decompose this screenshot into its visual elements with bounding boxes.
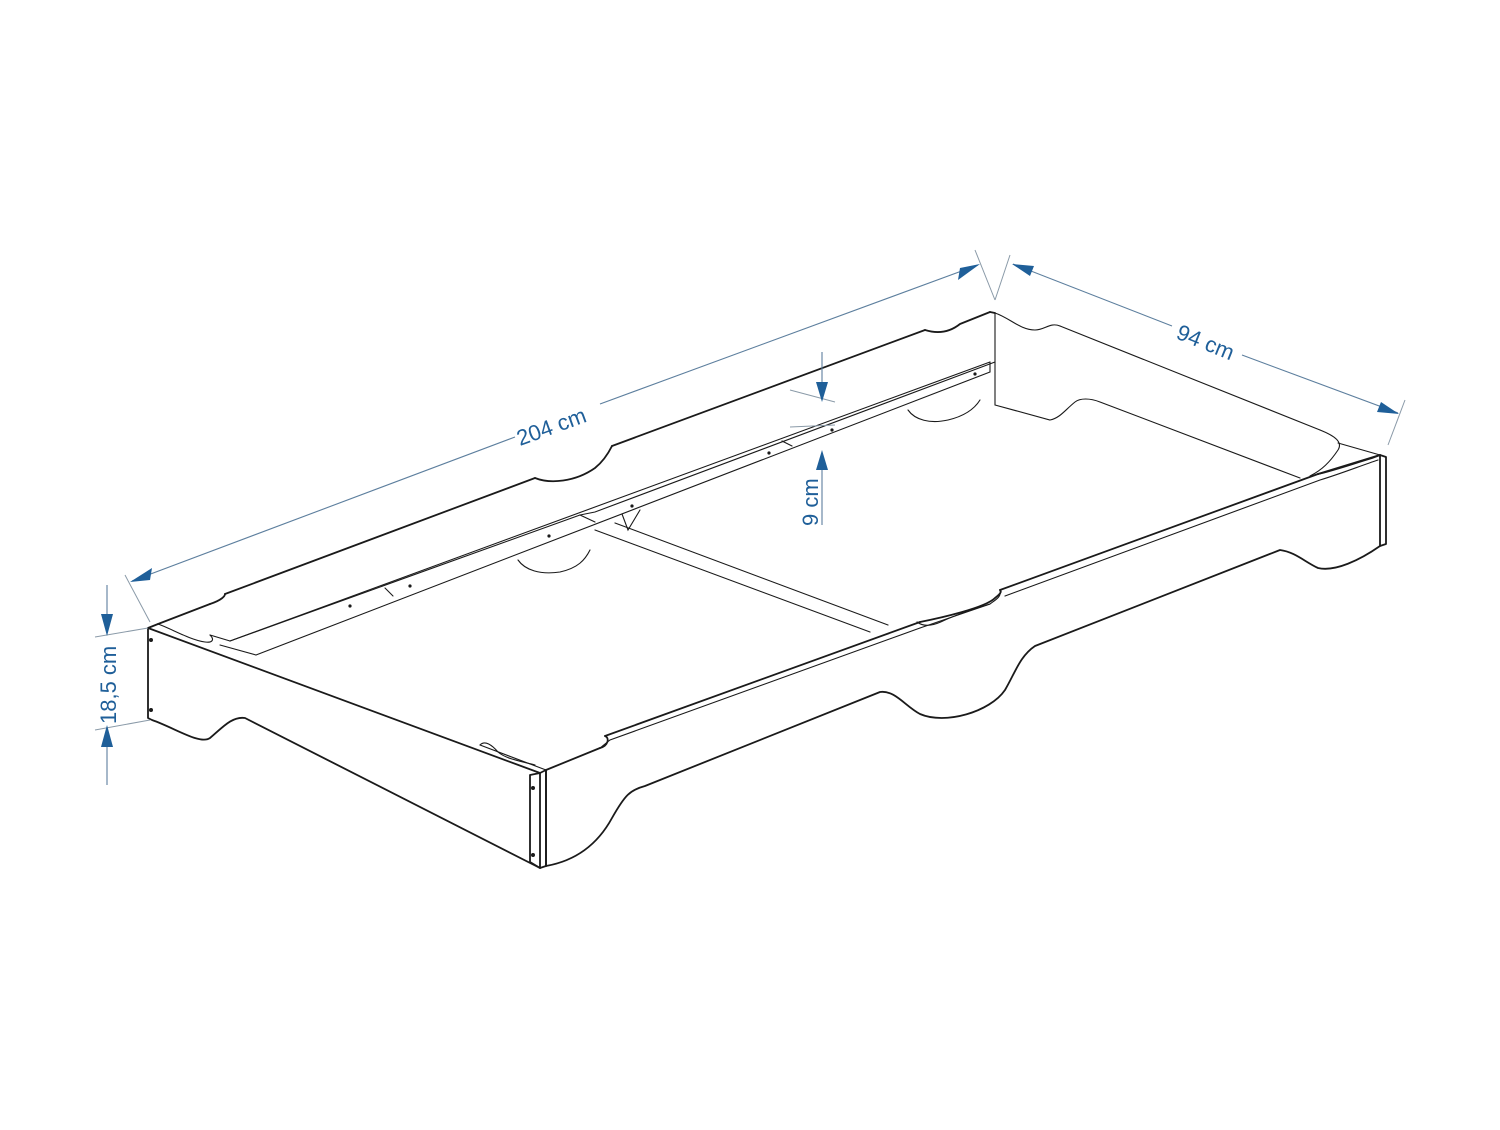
front-side-rail (479, 454, 1381, 867)
height-dimension: 18,5 cm (94, 585, 151, 785)
length-label: 204 cm (513, 403, 589, 451)
screw-hole (149, 708, 153, 712)
screw-hole (531, 786, 535, 790)
width-dimension: 94 cm (994, 254, 1406, 446)
bed-frame (147, 311, 1387, 869)
inner-depth-dimension: 9 cm (789, 352, 836, 526)
length-dimension: 204 cm (124, 249, 996, 623)
support-ledge (219, 361, 991, 656)
screw-hole (149, 638, 153, 642)
width-label: 94 cm (1173, 319, 1238, 365)
rear-side-rail (157, 311, 1301, 643)
front-end-board (147, 623, 541, 869)
inner-depth-label: 9 cm (798, 478, 823, 526)
dimension-annotations: 204 cm 94 cm 18,5 cm (94, 249, 1406, 785)
rear-end-board (994, 312, 1387, 547)
height-label: 18,5 cm (96, 646, 121, 724)
front-corner-post (529, 769, 547, 869)
center-cross-beam (594, 522, 889, 633)
screw-hole (531, 853, 535, 857)
